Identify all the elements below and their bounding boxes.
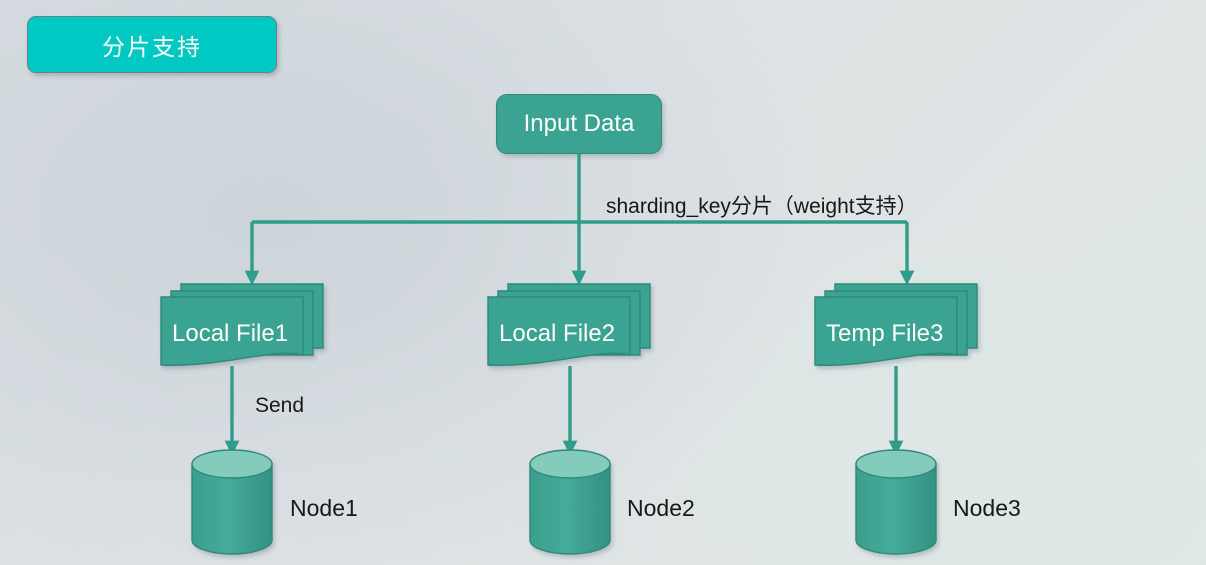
- node-label-3: Node3: [953, 495, 1021, 521]
- input-data-box: Input Data: [496, 94, 662, 154]
- cylinder-node-1: [191, 449, 273, 555]
- node-label-2: Node2: [627, 495, 695, 521]
- node-label-1: Node1: [290, 495, 358, 521]
- file-stack-3: [814, 283, 978, 366]
- input-data-label: Input Data: [523, 110, 635, 137]
- cylinder-node-2: [529, 449, 611, 555]
- title-badge-label: 分片支持: [102, 34, 202, 61]
- sharding-key-edge-label: sharding_key分片（weight支持）: [606, 195, 918, 218]
- send-edge-label: Send: [255, 394, 305, 417]
- file-stack-2: [487, 283, 651, 366]
- cylinder-node-3: [855, 449, 937, 555]
- title-badge: 分片支持: [27, 16, 277, 73]
- connector-trunk: [244, 154, 915, 286]
- file-stack-1: [160, 283, 324, 366]
